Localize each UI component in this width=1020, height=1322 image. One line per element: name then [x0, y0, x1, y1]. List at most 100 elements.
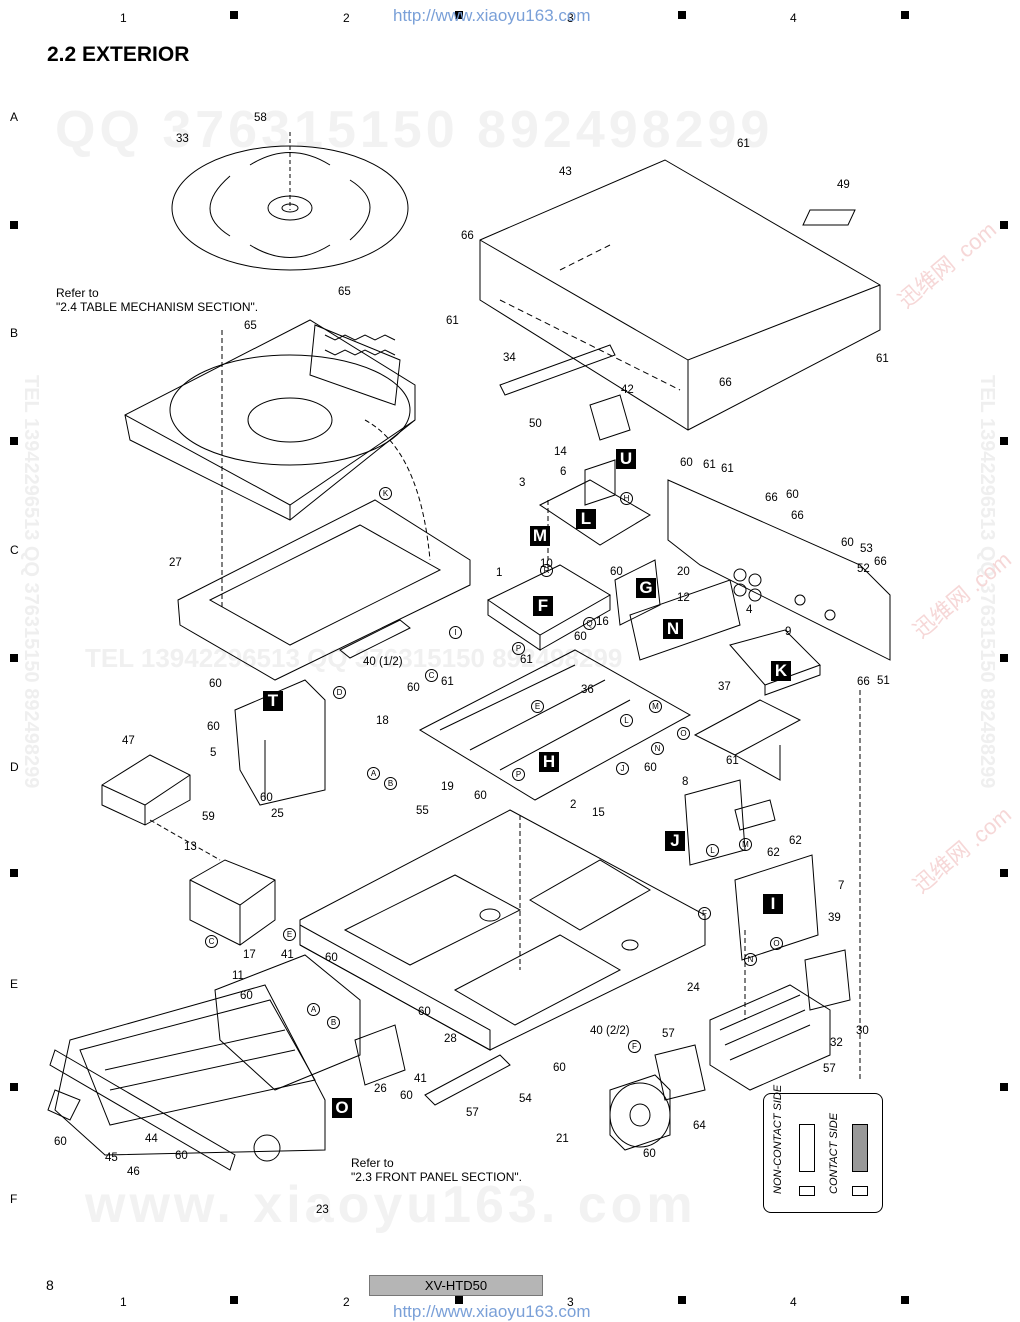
part-callout: 64 — [693, 1120, 706, 1132]
part-callout: 23 — [316, 1204, 329, 1216]
part-callout: 32 — [830, 1037, 843, 1049]
pcb-label-k: K — [771, 661, 791, 681]
connector-marker: M — [649, 700, 662, 713]
part-callout: 57 — [662, 1028, 675, 1040]
ruler-marker — [230, 11, 238, 19]
connector-marker: E — [283, 928, 296, 941]
base-plate — [177, 499, 471, 681]
connector-marker: P — [512, 642, 525, 655]
watermark-qq: QQ 376315150 892498299 — [55, 101, 774, 159]
note-line: Refer to — [56, 286, 99, 300]
part-callout: 60 — [400, 1090, 413, 1102]
footer-column-number-3: 3 — [567, 1295, 574, 1309]
part-callout: 26 — [374, 1083, 387, 1095]
watermark-site: www. xiaoyu163. com — [85, 1176, 697, 1234]
connector-marker: E — [531, 700, 544, 713]
pcb-label-f: F — [533, 596, 553, 616]
connector-marker: J — [616, 762, 629, 775]
ruler-marker — [1000, 437, 1008, 445]
part-callout: 60 — [680, 457, 693, 469]
part-callout: 4 — [746, 604, 753, 616]
connector-marker: O — [770, 937, 783, 950]
part-callout: 60 — [418, 1006, 431, 1018]
ruler-marker — [455, 11, 463, 19]
note-line: "2.3 FRONT PANEL SECTION". — [351, 1170, 522, 1184]
heatsink — [709, 984, 831, 1091]
part-callout: 60 — [207, 721, 220, 733]
part-callout: 41 — [281, 949, 294, 961]
part-callout: 42 — [621, 384, 634, 396]
note-line: Refer to — [351, 1156, 394, 1170]
row-letter-d: D — [10, 760, 19, 774]
ruler-marker — [10, 221, 18, 229]
part-callout: 25 — [271, 808, 284, 820]
connector-marker: N — [744, 953, 757, 966]
part-callout: 60 — [240, 990, 253, 1002]
ruler-marker — [1000, 1083, 1008, 1091]
row-letter-a: A — [10, 110, 19, 124]
table-mechanism — [124, 319, 416, 521]
part-callout: 43 — [559, 166, 572, 178]
contact-side-label: CONTACT SIDE — [828, 1112, 840, 1194]
part-callout: 19 — [441, 781, 454, 793]
header-watermark-url: http://www.xiaoyu163.com — [393, 6, 591, 25]
connector-marker: C — [425, 669, 438, 682]
part-callout: 14 — [554, 446, 567, 458]
part-callout: 28 — [444, 1033, 457, 1045]
part-callout: 13 — [184, 841, 197, 853]
model-name-box: XV-HTD50 — [369, 1275, 543, 1296]
part-callout: 17 — [243, 949, 256, 961]
part-callout: 66 — [765, 492, 778, 504]
connector-marker: Q — [583, 617, 596, 630]
part-callout: 7 — [838, 880, 845, 892]
ruler-marker — [901, 1296, 909, 1304]
connector-marker: B — [384, 777, 397, 790]
main-board — [418, 649, 692, 801]
pcb-label-u: U — [616, 449, 636, 469]
pcb-label-l: L — [576, 509, 596, 529]
pcb-label-j: J — [665, 831, 685, 851]
pcb-label-g: G — [636, 578, 656, 598]
connector-marker: A — [307, 1003, 320, 1016]
part-callout: 57 — [466, 1107, 479, 1119]
non-contact-side-label: NON-CONTACT SIDE — [772, 1084, 784, 1194]
connector-marker: M — [739, 838, 752, 851]
part-callout: 61 — [446, 315, 459, 327]
part-callout: 41 — [414, 1073, 427, 1085]
connector-marker: H — [620, 492, 633, 505]
part-callout: 60 — [260, 792, 273, 804]
pcb-label-i: I — [763, 894, 783, 914]
part-callout: 40 (1/2) — [363, 656, 403, 668]
pcb-label-o: O — [332, 1098, 352, 1118]
part-callout: 6 — [560, 466, 567, 478]
part-callout: 66 — [461, 230, 474, 242]
connector-marker: N — [651, 742, 664, 755]
column-number-1: 1 — [120, 11, 127, 25]
connector-marker: F — [628, 1040, 641, 1053]
part-callout: 60 — [325, 952, 338, 964]
part-callout: 65 — [244, 320, 257, 332]
footer-column-number-2: 2 — [343, 1295, 350, 1309]
part-callout: 21 — [556, 1133, 569, 1145]
ruler-marker — [230, 1296, 238, 1304]
part-callout: 61 — [703, 459, 716, 471]
connector-marker: K — [379, 487, 392, 500]
row-letter-b: B — [10, 326, 19, 340]
part-callout: 9 — [785, 626, 792, 638]
part-callout: 39 — [828, 912, 841, 924]
connector-marker: P — [512, 768, 525, 781]
connector-marker: L — [706, 844, 719, 857]
contact-side-legend: NON-CONTACT SIDE CONTACT SIDE — [763, 1085, 883, 1213]
part-callout: 1 — [496, 567, 503, 579]
part-callout: 30 — [856, 1025, 869, 1037]
flat-cable-non-contact — [799, 1124, 815, 1172]
connector-marker: F — [698, 907, 711, 920]
part-callout: 50 — [529, 418, 542, 430]
note-line: "2.4 TABLE MECHANISM SECTION". — [56, 300, 259, 314]
pcb-label-n: N — [663, 619, 683, 639]
part-callout: 51 — [877, 675, 890, 687]
connector-marker: A — [367, 767, 380, 780]
pcb-label-m: M — [530, 526, 550, 546]
top-cover — [479, 159, 881, 431]
ruler-marker — [10, 1083, 18, 1091]
